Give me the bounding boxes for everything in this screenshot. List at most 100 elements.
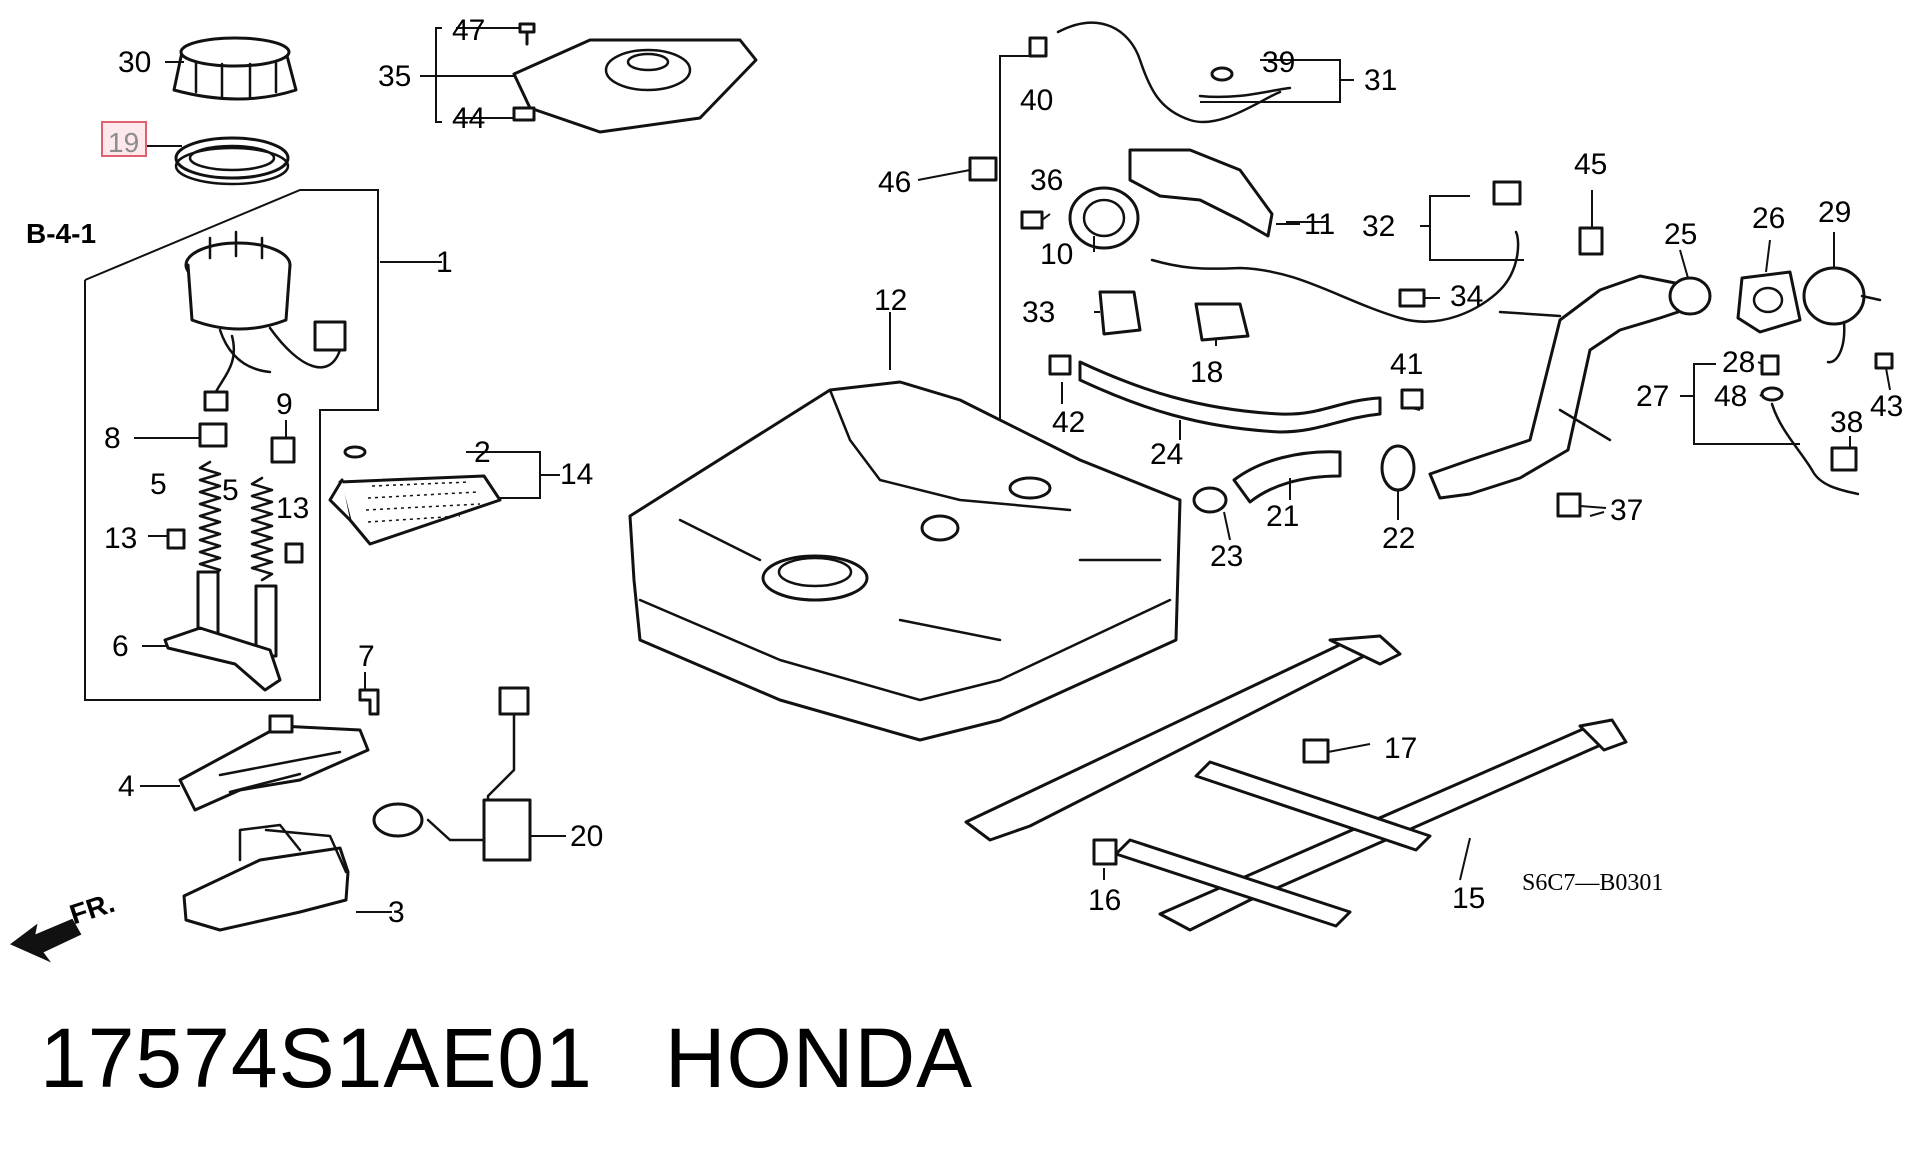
label-47: 47 bbox=[452, 14, 485, 47]
label-9: 9 bbox=[276, 388, 293, 421]
label-22: 22 bbox=[1382, 522, 1415, 555]
label-3: 3 bbox=[388, 896, 405, 929]
part-43-bolt[interactable] bbox=[1874, 352, 1894, 370]
label-27: 27 bbox=[1636, 380, 1669, 413]
part-2-o-ring[interactable] bbox=[343, 445, 367, 459]
part-8-clip[interactable] bbox=[198, 422, 228, 448]
part-4-lower-cover[interactable] bbox=[178, 714, 370, 812]
part-9-clip[interactable] bbox=[270, 436, 296, 464]
front-direction-arrow-icon bbox=[10, 918, 82, 963]
part-37-bolt[interactable] bbox=[1556, 492, 1582, 518]
part-40-clip[interactable] bbox=[1028, 36, 1048, 58]
part-42-clip[interactable] bbox=[1048, 354, 1072, 376]
part-38-clip[interactable] bbox=[1830, 446, 1858, 472]
part-21-hose[interactable] bbox=[1232, 450, 1342, 504]
label-6: 6 bbox=[112, 630, 129, 663]
part-10-purge-valve[interactable] bbox=[1068, 186, 1140, 250]
label-35: 35 bbox=[378, 60, 411, 93]
label-36: 36 bbox=[1030, 164, 1063, 197]
label-39: 39 bbox=[1262, 46, 1295, 79]
part-33-valve[interactable] bbox=[1098, 290, 1142, 336]
label-48: 48 bbox=[1714, 380, 1747, 413]
part-39-hose-clip[interactable] bbox=[1210, 66, 1234, 82]
label-34: 34 bbox=[1450, 280, 1483, 313]
part-36-bolt[interactable] bbox=[1020, 210, 1044, 230]
part-7-clip[interactable] bbox=[358, 688, 380, 716]
label-46: 46 bbox=[878, 166, 911, 199]
part-14-fuel-filter[interactable] bbox=[328, 474, 502, 546]
part-22-clamp[interactable] bbox=[1380, 444, 1416, 492]
part-46-bolt[interactable] bbox=[968, 156, 998, 182]
brand-name: HONDA bbox=[664, 1011, 974, 1105]
part-26-filler-base[interactable] bbox=[1736, 270, 1802, 334]
part-19-gasket[interactable] bbox=[174, 136, 290, 186]
highlight-19-box bbox=[101, 121, 147, 157]
part-18-clip[interactable] bbox=[1194, 302, 1250, 342]
leader-lines bbox=[134, 27, 1891, 913]
label-40: 40 bbox=[1020, 84, 1053, 117]
part-6-pump-holder[interactable] bbox=[163, 570, 282, 692]
label-32: 32 bbox=[1362, 210, 1395, 243]
label-5b: 5 bbox=[222, 474, 239, 507]
part-3-baffle-tray[interactable] bbox=[182, 823, 350, 932]
label-15: 15 bbox=[1452, 882, 1485, 915]
label-21: 21 bbox=[1266, 500, 1299, 533]
part-32-connector[interactable] bbox=[1492, 180, 1522, 206]
part-35-access-cover[interactable] bbox=[512, 38, 758, 134]
label-23: 23 bbox=[1210, 540, 1243, 573]
label-1: 1 bbox=[436, 246, 453, 279]
label-29: 29 bbox=[1818, 196, 1851, 229]
label-13b: 13 bbox=[276, 492, 309, 525]
label-5a: 5 bbox=[150, 468, 167, 501]
part-11-bracket[interactable] bbox=[1128, 148, 1274, 238]
part-27-breather-hose[interactable] bbox=[1770, 402, 1860, 496]
label-16: 16 bbox=[1088, 884, 1121, 917]
label-38: 38 bbox=[1830, 406, 1863, 439]
part-44-bolt[interactable] bbox=[512, 106, 536, 122]
part-12-fuel-tank[interactable] bbox=[628, 380, 1182, 742]
part-25-filler-pipe[interactable] bbox=[1428, 274, 1712, 500]
label-8: 8 bbox=[104, 422, 121, 455]
label-43: 43 bbox=[1870, 390, 1903, 423]
part-23-clamp[interactable] bbox=[1192, 486, 1228, 514]
part-45-bolt[interactable] bbox=[1578, 226, 1604, 256]
part-16-bolt[interactable] bbox=[1092, 838, 1118, 866]
label-10: 10 bbox=[1040, 238, 1073, 271]
part-29-fuel-cap[interactable] bbox=[1802, 266, 1882, 364]
label-4: 4 bbox=[118, 770, 135, 803]
part-30-lock-ring[interactable] bbox=[172, 36, 298, 101]
part-48-clip[interactable] bbox=[1760, 386, 1784, 402]
part-13-cap-left[interactable] bbox=[166, 528, 186, 550]
label-19[interactable]: 19 bbox=[108, 127, 139, 158]
drawing-code: S6C7—B0301 bbox=[1522, 870, 1663, 896]
label-13a: 13 bbox=[104, 522, 137, 555]
label-33: 33 bbox=[1022, 296, 1055, 329]
part-1-fuel-pump-module[interactable] bbox=[184, 230, 347, 412]
part-28-clip[interactable] bbox=[1760, 354, 1780, 376]
fuel-pump-assembly bbox=[84, 36, 532, 932]
front-marker-label: FR. bbox=[66, 887, 118, 930]
vent-hose-upper[interactable] bbox=[1056, 21, 1282, 124]
part-31-hose[interactable] bbox=[1198, 86, 1292, 99]
label-24: 24 bbox=[1150, 438, 1183, 471]
part-20-fuel-level-sender[interactable] bbox=[372, 686, 532, 862]
label-18: 18 bbox=[1190, 356, 1223, 389]
part-41-clip[interactable] bbox=[1400, 388, 1424, 410]
part-17-bolt[interactable] bbox=[1302, 738, 1330, 764]
label-2: 2 bbox=[474, 436, 491, 469]
label-44: 44 bbox=[452, 102, 485, 135]
part-24-hose[interactable] bbox=[1078, 360, 1382, 434]
part-47-screw[interactable] bbox=[518, 22, 536, 46]
part-15-tank-straps[interactable] bbox=[964, 634, 1628, 932]
vent-line[interactable] bbox=[1150, 230, 1520, 323]
reference-b41[interactable]: B-4-1 bbox=[26, 218, 96, 249]
label-17: 17 bbox=[1384, 732, 1417, 765]
part-5-springs[interactable] bbox=[198, 460, 274, 582]
label-37: 37 bbox=[1610, 494, 1643, 527]
label-11: 11 bbox=[1304, 208, 1335, 241]
label-42: 42 bbox=[1052, 406, 1085, 439]
part-34-clip[interactable] bbox=[1398, 288, 1426, 308]
part-13-cap-right[interactable] bbox=[284, 542, 304, 564]
